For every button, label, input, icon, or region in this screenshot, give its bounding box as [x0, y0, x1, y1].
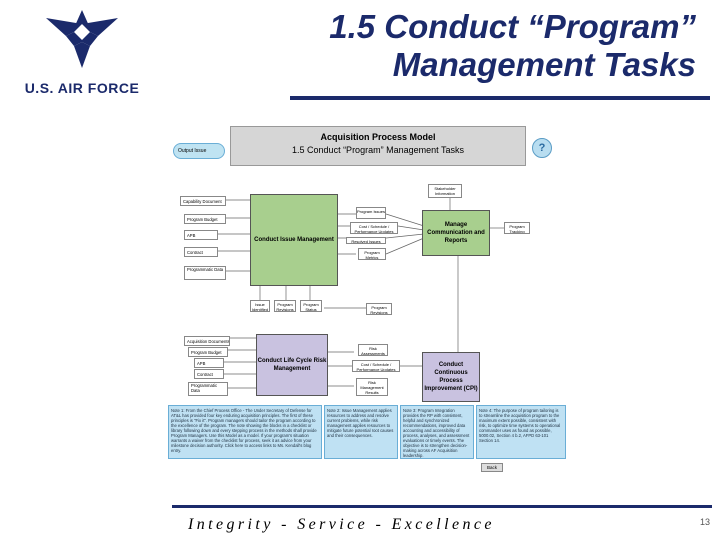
title-line-2: Management Tasks — [392, 46, 696, 83]
output-issue-pill[interactable]: Output Issue — [173, 143, 225, 159]
title-line-1: 1.5 Conduct “Program” — [329, 8, 696, 45]
tag-cost-schedule-updates[interactable]: Cost / Schedule / Performance Updates — [350, 222, 398, 234]
note-3[interactable]: Note 3: Program Integration provides the… — [400, 405, 474, 459]
input-program-budget[interactable]: Program Budget — [184, 214, 226, 224]
tag-program-revisions-a[interactable]: Program Revisions — [274, 300, 296, 312]
input-contract[interactable]: Contract — [184, 247, 218, 257]
footer-tagline: Integrity - Service - Excellence — [188, 516, 495, 533]
air-force-logo: U.S. AIR FORCE — [22, 6, 142, 96]
help-icon[interactable]: ? — [532, 138, 552, 158]
tag-program-metrics[interactable]: Program Metrics — [358, 248, 386, 260]
tag-stakeholder-information[interactable]: Stakeholder Information — [428, 184, 462, 198]
tag-program-revisions-b[interactable]: Program Revisions — [366, 303, 392, 315]
tag-issue-identified[interactable]: Issue Identified — [250, 300, 270, 312]
diagram-title: Acquisition Process Model — [320, 132, 436, 142]
page-number: 13 — [699, 517, 710, 527]
air-force-wings-icon — [46, 10, 118, 68]
tag-risk-management-results[interactable]: Risk Management Results — [356, 378, 388, 396]
tag-cost-schedule-updates-b[interactable]: Cost / Schedule / Performance Updates — [352, 360, 400, 372]
input-acquisition-documents[interactable]: Acquisition Documents — [184, 336, 230, 346]
back-button[interactable]: Back — [481, 463, 503, 472]
diagram-subtitle: 1.5 Conduct “Program” Management Tasks — [292, 145, 464, 155]
tag-program-status[interactable]: Program Status — [300, 300, 322, 312]
input-apb[interactable]: APB — [184, 230, 218, 240]
logo-text: U.S. AIR FORCE — [24, 80, 140, 96]
input-program-budget-b[interactable]: Program Budget — [188, 347, 228, 357]
task-conduct-issue-management[interactable]: Conduct Issue Management — [250, 194, 338, 286]
input-contract-b[interactable]: Contract — [194, 369, 224, 379]
note-1[interactable]: Note 1: From the Chief Process Office - … — [168, 405, 322, 459]
note-4[interactable]: Note 4: The purpose of program tailoring… — [476, 405, 566, 459]
input-capability-document[interactable]: Capability Document — [180, 196, 226, 206]
task-life-cycle-risk-management[interactable]: Conduct Life Cycle Risk Management — [256, 334, 328, 396]
input-programmatic-data-b[interactable]: Programmatic Data — [188, 382, 228, 396]
tag-resolved-issues[interactable]: Resolved Issues — [346, 237, 386, 244]
task-manage-communication[interactable]: Manage Communication and Reports — [422, 210, 490, 256]
input-programmatic-data[interactable]: Programmatic Data — [184, 266, 226, 280]
footer-divider — [172, 505, 712, 508]
title-divider — [290, 96, 710, 100]
diagram-header: Acquisition Process Model 1.5 Conduct “P… — [230, 126, 526, 166]
input-apb-b[interactable]: APB — [194, 358, 224, 368]
diagram-connectors — [218, 194, 504, 389]
tag-program-issues[interactable]: Program Issues — [356, 207, 386, 219]
tag-program-tracking[interactable]: Program Tracking — [504, 222, 530, 234]
task-continuous-process-improvement[interactable]: Conduct Continuous Process Improvement (… — [422, 352, 480, 402]
tag-risk-assessments[interactable]: Risk Assessments — [358, 344, 388, 356]
page-title: 1.5 Conduct “Program” Management Tasks — [236, 8, 696, 84]
note-2[interactable]: Note 2: Issue Management applies resourc… — [324, 405, 398, 459]
